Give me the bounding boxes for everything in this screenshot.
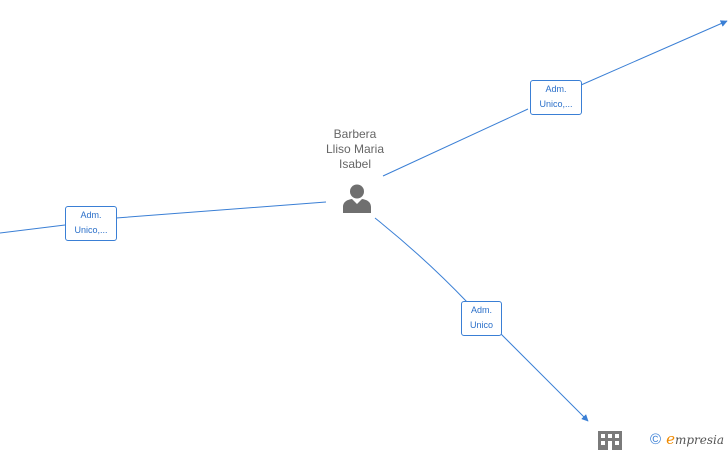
brand-rest: mpresia bbox=[674, 433, 725, 447]
brand-initial: e bbox=[666, 430, 675, 448]
edge-line-bottom bbox=[374, 217, 588, 421]
copyright-symbol: © bbox=[650, 430, 662, 448]
edge-label-left[interactable]: Adm. Unico,... bbox=[65, 206, 117, 241]
edge-line-top-right bbox=[382, 21, 727, 177]
edge-line-left bbox=[0, 201, 327, 234]
edge-label-line: Unico bbox=[469, 320, 493, 330]
edge-label-bottom[interactable]: Adm. Unico bbox=[461, 301, 502, 336]
building-icon[interactable] bbox=[598, 431, 622, 450]
person-icon[interactable] bbox=[341, 183, 373, 213]
watermark: © empresia bbox=[650, 429, 724, 449]
person-name-line: Barbera bbox=[333, 127, 377, 141]
edge-label-line: Unico,... bbox=[539, 99, 573, 109]
edge-label-line: Unico,... bbox=[74, 225, 108, 235]
edge-label-line: Adm. bbox=[545, 84, 567, 94]
brand-logo: empresia bbox=[666, 430, 724, 448]
edge-label-top-right[interactable]: Adm. Unico,... bbox=[530, 80, 582, 115]
person-name[interactable]: Barbera Lliso Maria Isabel bbox=[305, 127, 405, 172]
edge-label-line: Adm. bbox=[80, 210, 102, 220]
person-name-line: Isabel bbox=[338, 157, 372, 171]
person-name-line: Lliso Maria bbox=[325, 142, 385, 156]
edge-label-line: Adm. bbox=[470, 305, 492, 315]
